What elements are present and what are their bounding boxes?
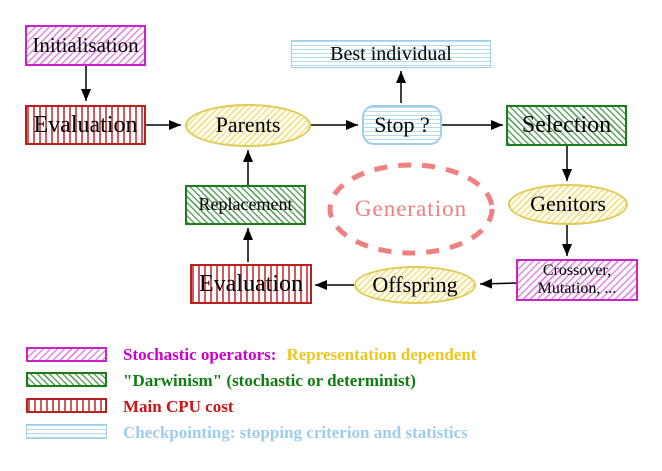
crossover-label-line1: Crossover, bbox=[542, 262, 612, 280]
node-evaluation-top: Evaluation bbox=[25, 105, 146, 145]
node-replacement: Replacement bbox=[185, 185, 306, 225]
legend-label-main-cpu-cost: Main CPU cost bbox=[123, 397, 234, 416]
legend-label-checkpointing: Checkpointing: stopping criterion and st… bbox=[123, 423, 468, 442]
arrow-crossover-to-offspring bbox=[479, 278, 517, 289]
node-selection: Selection bbox=[506, 105, 627, 146]
node-stop-test: Stop ? bbox=[362, 105, 442, 145]
generation-dashed-ellipse bbox=[327, 162, 495, 256]
crossover-label-line2: Mutation, ... bbox=[537, 280, 617, 297]
node-initialisation: Initialisation bbox=[25, 25, 146, 66]
generation-label: Generation bbox=[354, 196, 468, 222]
node-parents: Parents bbox=[185, 104, 311, 147]
legend-label-darwinism: "Darwinism" (stochastic or determinist) bbox=[123, 371, 416, 390]
legend-label-stochastic-part: Stochastic operators: bbox=[123, 345, 277, 364]
legend-swatch-main-cpu-cost bbox=[26, 398, 107, 413]
legend-swatch-stochastic-operators bbox=[26, 347, 107, 362]
node-evaluation-bottom: Evaluation bbox=[190, 264, 312, 304]
legend-label-stochastic-operators: Stochastic operators: Representation depe… bbox=[123, 345, 476, 365]
legend-swatch-darwinism bbox=[26, 372, 107, 387]
node-best-individual: Best individual bbox=[291, 40, 491, 68]
node-crossover-mutation: Crossover, Mutation, ... bbox=[516, 259, 638, 301]
legend-label-representation-part: Representation dependent bbox=[286, 345, 477, 364]
node-offspring: Offspring bbox=[354, 266, 476, 304]
node-genitors: Genitors bbox=[508, 184, 628, 225]
legend-swatch-checkpointing bbox=[26, 424, 107, 439]
